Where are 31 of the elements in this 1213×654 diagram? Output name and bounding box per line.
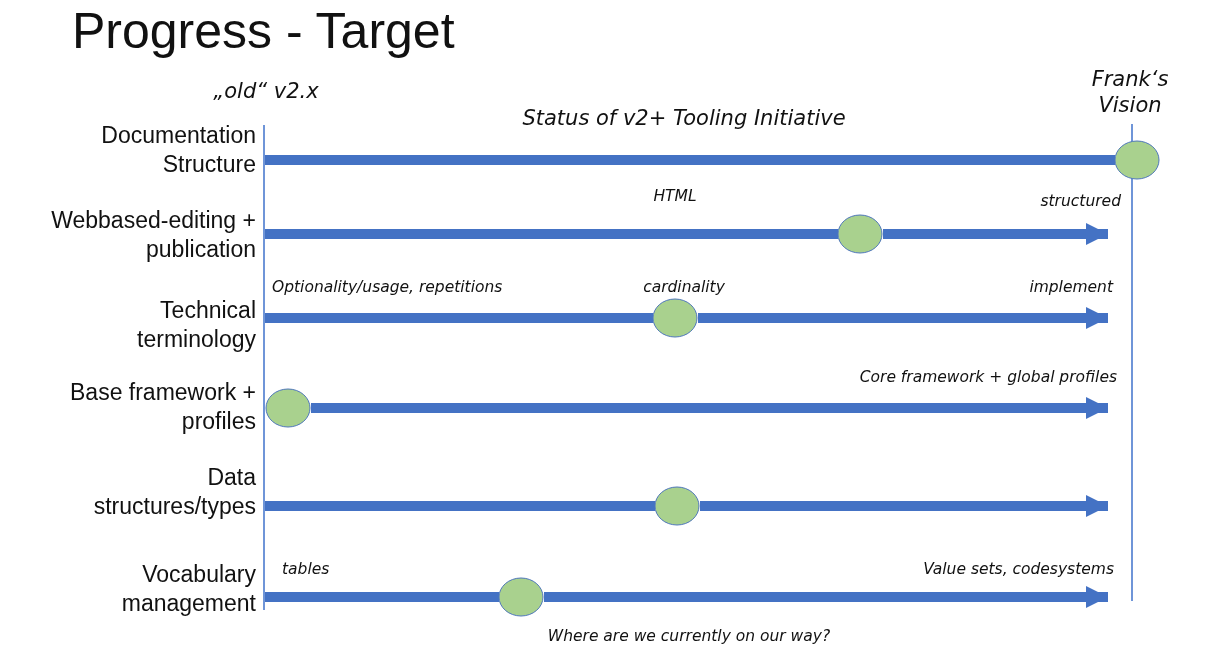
progress-marker [1114,140,1160,180]
progress-marker [652,298,698,338]
progress-arrow [700,495,1108,517]
timeline-marker-line [263,125,265,610]
progress-arrow [883,223,1108,245]
caption: Where are we currently on our way? [547,627,831,645]
progress-marker [265,388,311,428]
row-label: Documentation Structure [100,121,256,179]
title: Progress - Target [72,2,455,60]
stage-label: Optionality/usage, repetitions [272,278,503,296]
progress-arrow [698,307,1108,329]
row-label: Webbased-editing + publication [50,206,256,264]
milestone-heading: „old“ v2.x [212,78,320,104]
stage-label: Core framework + global profiles [859,368,1117,386]
row-label: Data structures/types [92,463,256,521]
row-label: Base framework + profiles [69,378,256,436]
progress-marker [654,486,700,526]
stage-label: structured [1040,192,1121,210]
progress-marker [498,577,544,617]
stage-label: Value sets, codesystems [923,560,1114,578]
row-label: Technical terminology [136,296,256,354]
stage-label: tables [282,560,330,578]
stage-label: implement [1029,278,1113,296]
timeline-marker-line [1131,124,1133,601]
chart-heading: Status of v2+ Tooling Initiative [522,106,846,130]
progress-arrow [544,586,1108,608]
row-label: Vocabulary management [120,560,256,618]
progress-marker [837,214,883,254]
progress-arrow [311,397,1108,419]
stage-label: HTML [653,187,697,205]
milestone-heading: Frank‘s Vision [1090,66,1170,118]
